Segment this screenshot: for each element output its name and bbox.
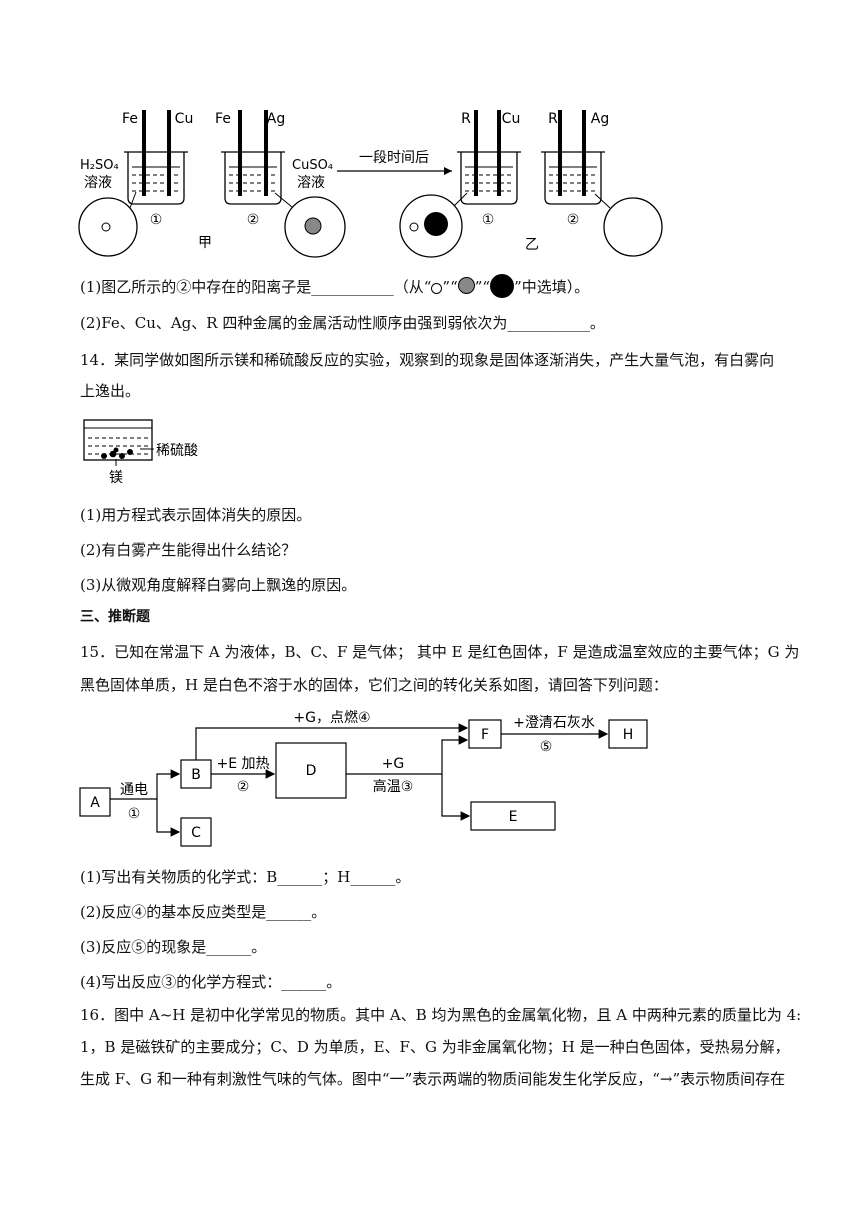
jia-solution-1: H₂SO₄ xyxy=(80,158,119,173)
q15-part1: (1)写出有关物质的化学式：B______；H______。 xyxy=(80,868,411,886)
node-H-label: H xyxy=(623,727,634,743)
q15-stem-line1: 15．已知在常温下 A 为液体，B、C、F 是气体； 其中 E 是红色固体，F … xyxy=(80,643,800,661)
node-E-label: E xyxy=(509,809,518,825)
node-B-label: B xyxy=(191,767,201,783)
reaction-3-number: 高温③ xyxy=(373,778,414,795)
node-D xyxy=(275,742,347,799)
reaction-1-condition: 通电 xyxy=(120,782,148,798)
q15-part2: (2)反应④的基本反应类型是______。 xyxy=(80,903,327,921)
yi-metal-1-1: R xyxy=(461,111,471,127)
reaction-5-condition: +澄清石灰水 xyxy=(513,715,595,731)
arrow-D-E xyxy=(441,774,471,821)
reaction-arrow xyxy=(337,167,452,175)
reaction-4-condition: +G，点燃④ xyxy=(293,709,370,726)
gray-circle-icon xyxy=(457,277,475,294)
node-H xyxy=(608,719,648,749)
jia-solution-2-word: 溶液 xyxy=(297,175,325,191)
zoom-circle-yi-1 xyxy=(399,192,468,258)
node-D-label: D xyxy=(306,763,317,779)
jia-caption: 甲 xyxy=(198,235,212,251)
section-heading: 三、推断题 xyxy=(80,609,150,625)
jia-metal-1-1: Fe xyxy=(122,111,138,127)
arrow-B-F xyxy=(195,723,469,760)
yi-metal-1-2: Cu xyxy=(502,111,521,127)
yi-label-1: ① xyxy=(482,212,495,228)
black-circle-icon xyxy=(490,274,515,298)
q13-figure: Fe Cu Fe Ag H₂SO₄ 溶液 CuSO₄ 溶液 ① ② 甲 一段时间… xyxy=(78,110,663,258)
node-A-label: A xyxy=(90,795,100,811)
q15-part3: (3)反应⑤的现象是______。 xyxy=(80,938,267,956)
arrow-A-B xyxy=(110,769,181,800)
beaker-yi-2 xyxy=(541,110,605,205)
yi-metal-2-1: R xyxy=(548,111,558,127)
yi-label-2: ② xyxy=(567,212,580,228)
node-F-label: F xyxy=(481,727,489,743)
reaction-2-condition: +E 加热 xyxy=(216,756,269,772)
node-A xyxy=(79,787,111,817)
jia-metal-2-2: Ag xyxy=(267,111,285,127)
q14-part1: (1)用方程式表示固体消失的原因。 xyxy=(80,506,312,524)
q16-line3: 生成 F、G 和一种有刺激性气味的气体。图中“一”表示两端的物质间能发生化学反应… xyxy=(80,1070,786,1088)
magnesium-pieces xyxy=(101,447,133,459)
small-white-circle-icon xyxy=(431,283,443,294)
q16-line1: 16．图中 A~H 是初中化学常见的物质。其中 A、B 均为黑色的金属氧化物，且… xyxy=(80,1006,802,1024)
node-E xyxy=(470,801,556,831)
yi-metal-2-2: Ag xyxy=(591,111,609,127)
jia-label-2: ② xyxy=(247,212,260,228)
zoom-circle-jia-1 xyxy=(78,191,138,257)
dilute-sulfuric-acid-label: 稀硫酸 xyxy=(156,443,198,459)
zoom-circle-jia-2 xyxy=(274,192,346,258)
jia-solution-1-word: 溶液 xyxy=(84,175,112,191)
q15-stem-line2: 黑色固体单质，H 是白色不溶于水的固体，它们之间的转化关系如图，请回答下列问题： xyxy=(80,676,668,694)
arrow-A-C xyxy=(156,799,181,837)
jia-metal-2-1: Fe xyxy=(215,111,231,127)
node-C xyxy=(180,817,212,847)
magnesium-label: 镁 xyxy=(109,470,123,486)
zoom-circle-yi-2 xyxy=(594,193,663,257)
arrow-D-F xyxy=(346,735,469,775)
q14-stem-line2: 上逸出。 xyxy=(80,382,141,400)
jia-label-1: ① xyxy=(150,212,163,228)
arrow-label: 一段时间后 xyxy=(359,150,429,166)
beaker-yi-1 xyxy=(457,110,521,205)
node-C-label: C xyxy=(191,825,201,841)
q13-part2: (2)Fe、Cu、Ag、R 四种金属的金属活动性顺序由强到弱依次为_______… xyxy=(80,314,605,332)
jia-solution-2: CuSO₄ xyxy=(292,158,333,173)
reaction-1-number: ① xyxy=(128,806,141,822)
q14-figure: 稀硫酸 镁 xyxy=(83,419,198,486)
beaker-jia-2 xyxy=(221,110,285,205)
reaction-2-number: ② xyxy=(237,779,250,795)
q14-part3: (3)从微观角度解释白雾向上飘逸的原因。 xyxy=(80,576,357,594)
beaker-jia-1 xyxy=(124,110,188,205)
q16-line2: 1，B 是磁铁矿的主要成分；C、D 为单质，E、F、G 为非金属氧化物；H 是一… xyxy=(80,1038,790,1056)
reaction-3-condition: +G xyxy=(382,756,405,772)
q15-part4: (4)写出反应③的化学方程式：______。 xyxy=(80,973,342,991)
q13-part1: (1)图乙所示的②中存在的阳离子是___________（从“”“”“”中选填）… xyxy=(80,274,790,298)
yi-caption: 乙 xyxy=(525,237,539,253)
q14-stem-line1: 14．某同学做如图所示镁和稀硫酸反应的实验，观察到的现象是固体逐渐消失，产生大量… xyxy=(80,351,775,369)
jia-metal-1-2: Cu xyxy=(175,111,194,127)
reaction-5-number: ⑤ xyxy=(540,739,553,755)
q14-part2: (2)有白雾产生能得出什么结论？ xyxy=(80,541,297,559)
q15-flow-diagram: A B C D F H E 通电 ① +E 加热 ② +G 高温③ +G，点燃④… xyxy=(79,709,648,847)
